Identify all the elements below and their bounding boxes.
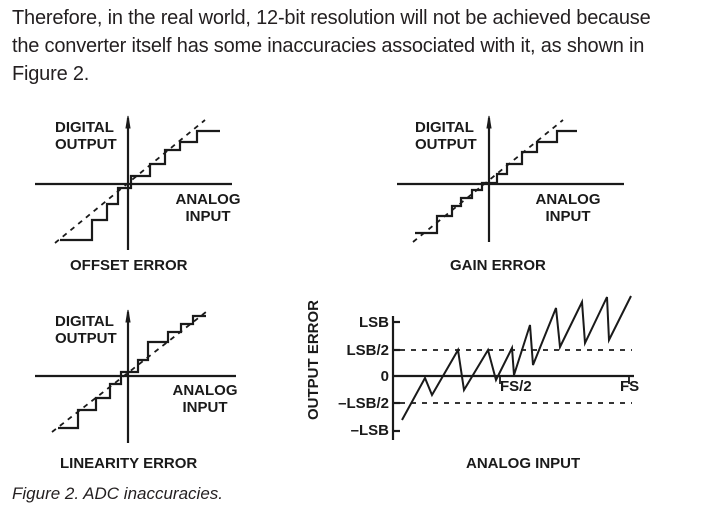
quant-y-axis-label: OUTPUT ERROR: [305, 300, 322, 420]
offset-error-plot: [35, 115, 232, 250]
gain-staircase: [415, 129, 577, 235]
linearity-title: LINEARITY ERROR: [60, 455, 198, 472]
offset-ideal-line: [54, 119, 206, 244]
quant-tick-lsb-half: LSB/2: [346, 342, 389, 359]
quant-tick-neg-lsb: –LSB: [350, 422, 389, 439]
quant-title: ANALOG INPUT: [466, 455, 581, 472]
paragraph-line-3: Figure 2.: [12, 63, 90, 85]
quant-tick-fs-half: FS/2: [500, 378, 532, 395]
quant-tick-neg-lsb-half: –LSB/2: [338, 395, 389, 412]
quant-sawtooth: [401, 295, 632, 421]
quantization-error-plot: [391, 295, 634, 440]
quant-tick-zero: 0: [380, 368, 389, 385]
figure-caption: Figure 2. ADC inaccuracies.: [12, 484, 224, 503]
quant-tick-fs: FS: [620, 378, 640, 395]
offset-staircase: [60, 129, 220, 242]
offset-title: OFFSET ERROR: [70, 257, 188, 274]
paragraph-line-1: Therefore, in the real world, 12-bit res…: [12, 7, 651, 29]
body-paragraph: Therefore, in the real world, 12-bit res…: [12, 4, 692, 88]
linearity-staircase: [58, 314, 206, 430]
gain-error-plot: [397, 115, 624, 243]
gain-title: GAIN ERROR: [450, 257, 546, 274]
quant-tick-lsb: LSB: [359, 314, 389, 331]
linearity-error-plot: [35, 309, 236, 443]
paragraph-line-2: the converter itself has some inaccuraci…: [12, 35, 645, 57]
